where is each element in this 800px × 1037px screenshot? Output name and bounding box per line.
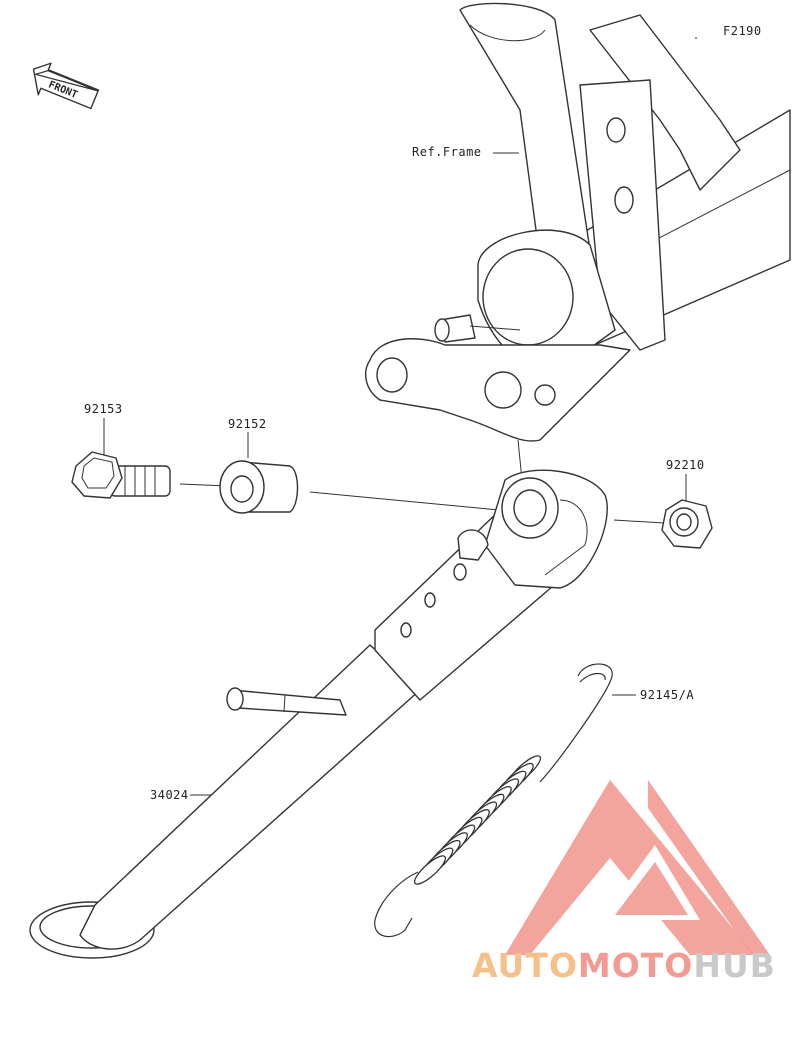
frame-drawing — [364, 2, 791, 442]
label-bolt-92153: 92153 — [84, 402, 123, 416]
nut-92210 — [661, 499, 713, 549]
leader-lines — [103, 37, 697, 796]
bolt-92153 — [71, 451, 171, 499]
figure-code: F2190 — [723, 24, 762, 38]
watermark-part-2: MOTO — [577, 946, 694, 985]
front-arrow-icon: FRONT — [32, 62, 100, 110]
watermark-part-3: HUB — [693, 946, 776, 985]
spring-92145a — [374, 663, 613, 938]
watermark-text: AUTOMOTOHUB — [472, 946, 800, 990]
label-collar-92152: 92152 — [228, 417, 267, 431]
label-spring-92145a: 92145/A — [640, 688, 695, 702]
spring-coil — [413, 855, 447, 885]
watermark-part-1: AUTO — [472, 946, 578, 985]
label-ref-frame: Ref.Frame — [412, 145, 482, 159]
label-stand-34024: 34024 — [150, 788, 189, 802]
side-stand-34024 — [29, 469, 608, 959]
watermark-logo — [505, 780, 770, 955]
collar-92152 — [219, 460, 299, 514]
label-nut-92210: 92210 — [666, 458, 705, 472]
